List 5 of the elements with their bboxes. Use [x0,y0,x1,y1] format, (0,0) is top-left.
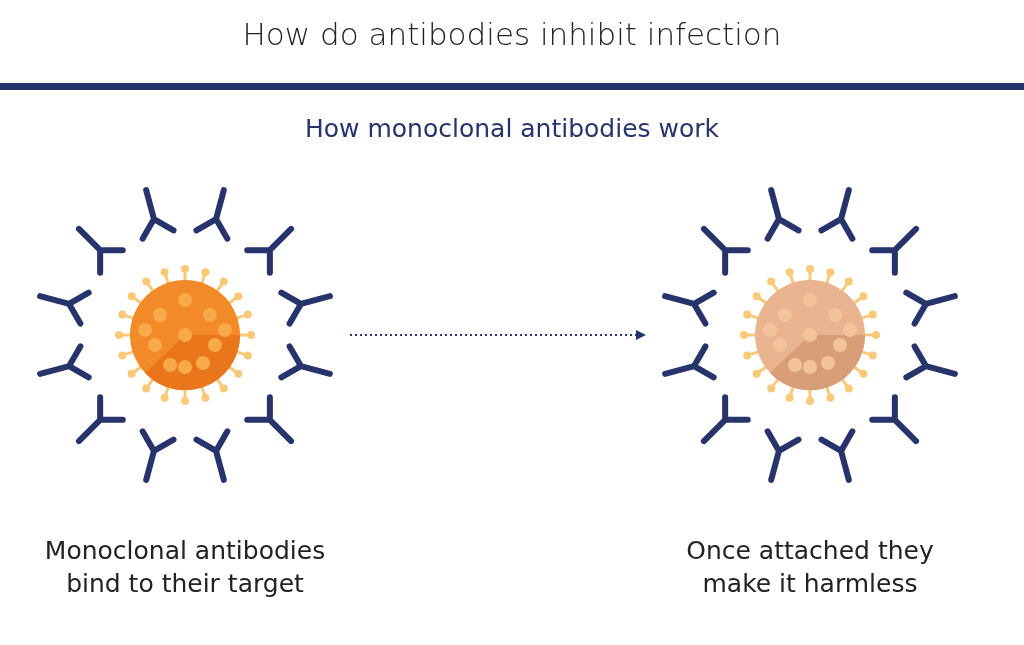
arrow [349,330,646,340]
node-label: Once attached they make it harmless [685,535,935,600]
subtitle: How monoclonal antibodies work [303,114,721,143]
node-label: Monoclonal antibodies bind to their target [43,535,327,600]
title: How do antibodies inhibit infection [241,16,783,52]
